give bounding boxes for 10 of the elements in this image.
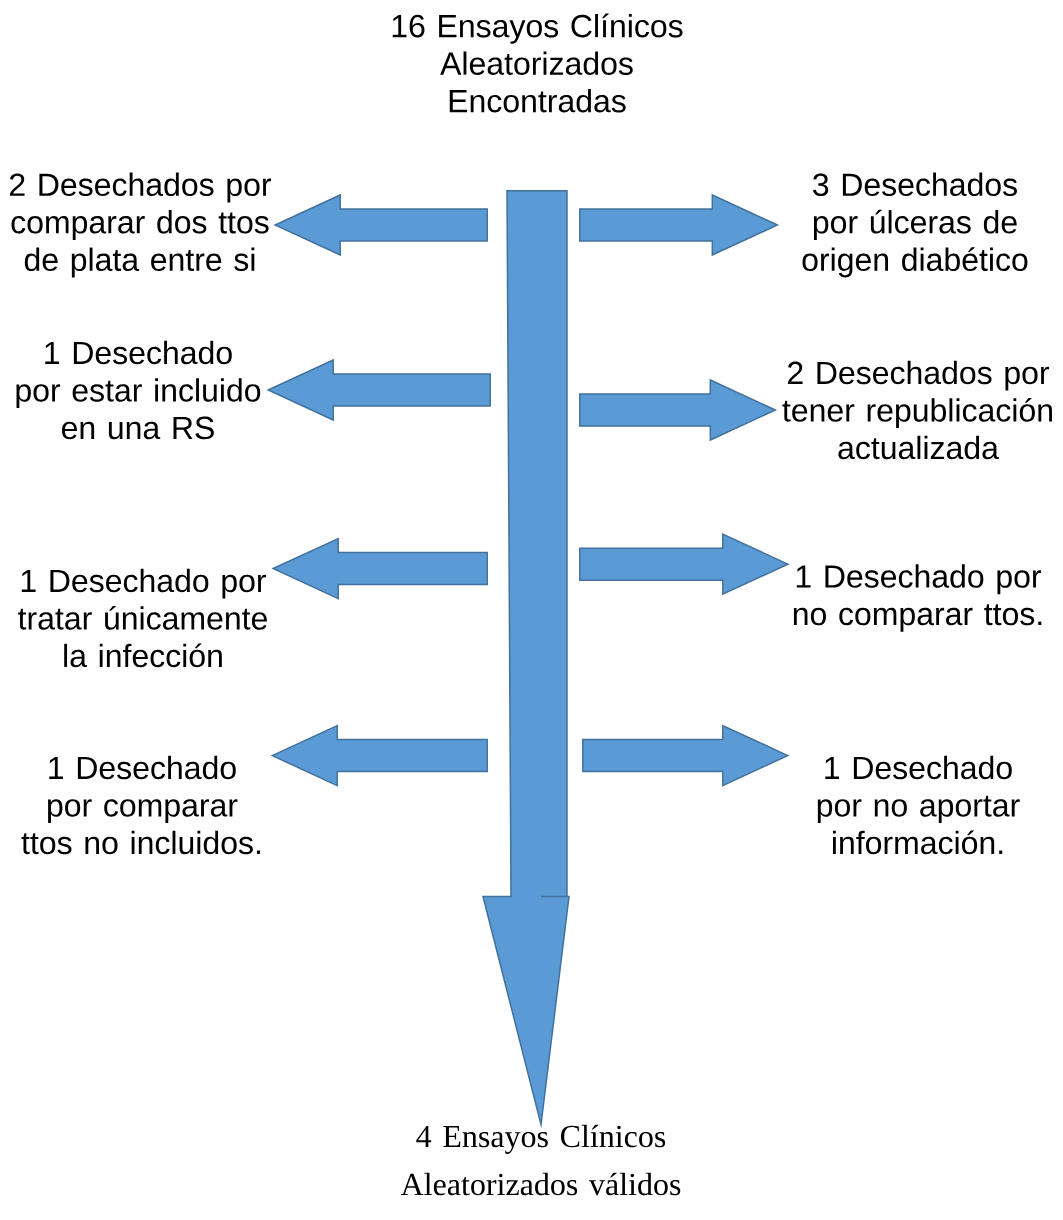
text-label: 1 Desechado por comparar ttos no incluidos. bbox=[21, 755, 260, 855]
text-label: 2 Desechados por comparar dos ttos de plata entre si bbox=[10, 172, 271, 278]
text-label: 2 Desechados por tener republicación actualizada bbox=[782, 360, 1052, 460]
text-label: 1 Desechado por tratar únicamente la infección bbox=[18, 568, 267, 668]
text-label: 1 Desechado por no aportar información. bbox=[817, 755, 1020, 855]
text-label: 3 Desechados por úlceras de origen diabético bbox=[802, 172, 1028, 278]
text-label: 1 Desechado por no comparar ttos. bbox=[793, 564, 1042, 632]
text-label: 4 Ensayos Clínicos Aleatorizados válidos bbox=[400, 1124, 681, 1196]
text-label: 16 Ensayos Clínicos Aleatorizados Encontradas bbox=[392, 13, 683, 113]
text-label: 1 Desechado por estar incluido en una RS bbox=[16, 340, 261, 440]
